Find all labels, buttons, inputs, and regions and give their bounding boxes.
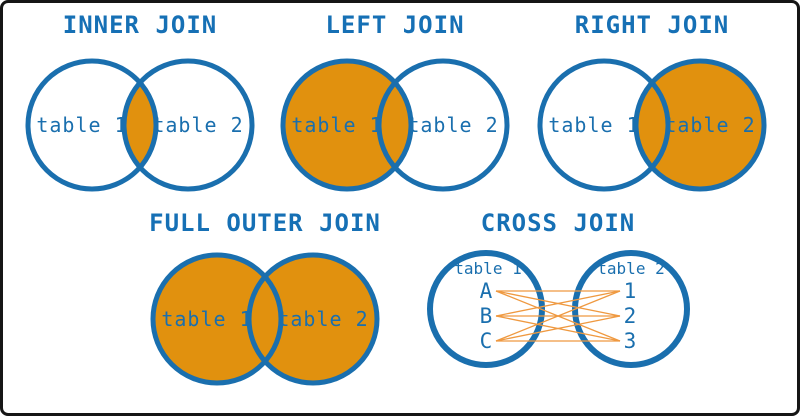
right-circle-label: table 2 bbox=[152, 113, 243, 137]
full-outer-join-title: FULL OUTER JOIN bbox=[149, 209, 381, 237]
left-circle-fill bbox=[540, 61, 668, 189]
right-item: 2 bbox=[624, 304, 637, 328]
right-circle-label: table 2 bbox=[664, 113, 755, 137]
right-circle-label: table 2 bbox=[407, 113, 498, 137]
right-item: 3 bbox=[624, 329, 637, 353]
cross-join-line bbox=[495, 315, 621, 342]
cross-join-diagram: CROSS JOIN table 1 table 2 A B C 1 2 3 bbox=[418, 207, 698, 377]
left-circle-outline bbox=[25, 58, 159, 192]
left-join-venn: table 1 table 2 bbox=[280, 58, 510, 192]
left-join-title: LEFT JOIN bbox=[325, 11, 465, 39]
cross-join-figure: table 1 table 2 A B C 1 2 3 bbox=[427, 250, 690, 368]
right-circle-fill bbox=[379, 61, 507, 189]
left-item: B bbox=[480, 304, 493, 328]
right-circle-fill bbox=[124, 61, 252, 189]
left-item: A bbox=[480, 279, 493, 303]
left-circle-label: table 1 bbox=[548, 113, 639, 137]
right-circle-outline bbox=[121, 58, 255, 192]
right-circle-outline bbox=[633, 58, 767, 192]
right-circle-fill bbox=[249, 255, 377, 383]
right-circle-label: table 2 bbox=[277, 307, 368, 331]
right-join-venn: table 1 table 2 bbox=[537, 58, 767, 192]
left-circle-label: table 1 bbox=[454, 259, 521, 278]
full-outer-join-venn: table 1 table 2 bbox=[150, 252, 380, 386]
left-circle-outline bbox=[537, 58, 671, 192]
inner-join-title: INNER JOIN bbox=[62, 11, 218, 39]
right-circle-fill bbox=[636, 61, 764, 189]
right-circle-label: table 2 bbox=[597, 259, 664, 278]
left-circle-fill bbox=[283, 61, 411, 189]
left-circle-label: table 1 bbox=[161, 307, 252, 331]
inner-join-diagram: INNER JOIN table 1 table 2 bbox=[20, 9, 260, 198]
left-circle-outline bbox=[280, 58, 414, 192]
left-circle-fill bbox=[28, 61, 156, 189]
cross-join-line bbox=[495, 290, 621, 317]
cross-join-line bbox=[495, 290, 621, 342]
inner-join-venn: table 1 table 2 bbox=[25, 58, 255, 192]
left-item: C bbox=[480, 329, 493, 353]
left-circle-fill bbox=[153, 255, 281, 383]
right-item: 1 bbox=[624, 279, 637, 303]
left-circle-label: table 1 bbox=[36, 113, 127, 137]
right-join-title: RIGHT JOIN bbox=[574, 11, 730, 39]
right-join-diagram: RIGHT JOIN table 1 table 2 bbox=[532, 9, 772, 198]
cross-join-title: CROSS JOIN bbox=[480, 209, 636, 237]
full-outer-join-diagram: FULL OUTER JOIN table 1 table 2 bbox=[145, 207, 385, 392]
right-circle-outline bbox=[376, 58, 510, 192]
left-circle-label: table 1 bbox=[291, 113, 382, 137]
right-circle-outline bbox=[246, 252, 380, 386]
left-circle-outline bbox=[150, 252, 284, 386]
left-join-diagram: LEFT JOIN table 1 table 2 bbox=[275, 9, 515, 198]
